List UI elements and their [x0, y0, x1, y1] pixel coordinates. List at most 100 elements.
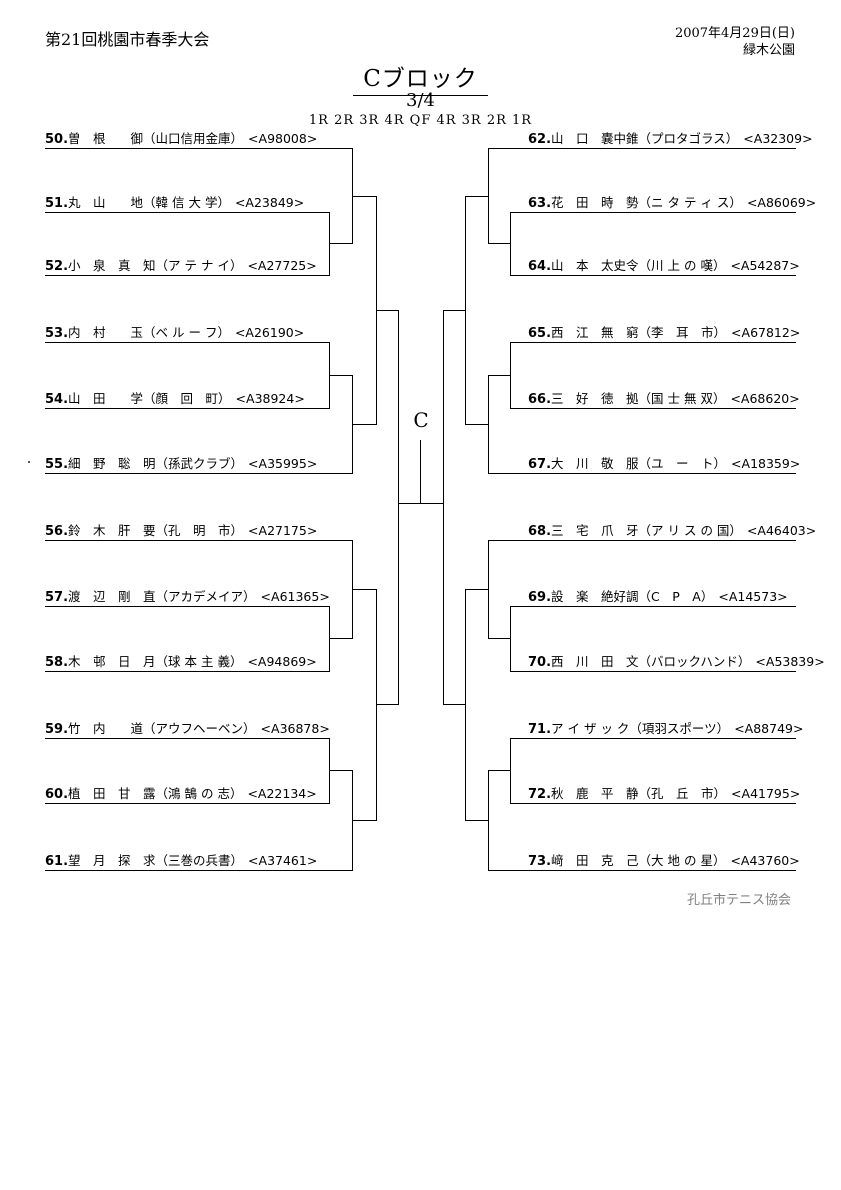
player-id: <A53839>: [755, 654, 825, 669]
player-seed: 69.: [528, 590, 552, 605]
match-line: [45, 606, 330, 607]
player-name: 小 泉 真 知（ア テ ナ イ）: [68, 258, 243, 273]
bracket-connector: [488, 243, 511, 244]
player-name: 三 宅 爪 牙（ア リ ス の 国）: [551, 523, 742, 538]
bracket-connector: [329, 606, 330, 672]
player-name: 渡 辺 剛 直（アカデメイア）: [68, 589, 256, 604]
player-id: <A32309>: [743, 131, 813, 146]
bracket-connector: [465, 424, 489, 425]
player-name: 秋 鹿 平 静（孔 丘 市）: [551, 786, 727, 801]
match-line: [45, 473, 353, 474]
bracket-connector: [398, 310, 399, 705]
player-id: <A23849>: [234, 195, 305, 210]
bracket-connector: [376, 589, 377, 821]
bracket-connector: [465, 820, 489, 821]
player-id: <A88749>: [734, 721, 804, 736]
player-id: <A61365>: [260, 589, 330, 604]
bracket-connector: [352, 820, 377, 821]
player-id: <A38924>: [235, 391, 305, 406]
bracket-connector: [329, 375, 353, 376]
player-name: 西 川 田 文（バロックハンド）: [551, 654, 751, 669]
bracket-connector: [488, 770, 511, 771]
player-entry: 50.曽 根 御（山口信用金庫）<A98008>: [45, 131, 317, 147]
bracket-connector: [352, 589, 377, 590]
player-name: 西 江 無 窮（李 耳 市）: [551, 325, 727, 340]
player-entry: 53.内 村 玉（ベ ル ー フ）<A26190>: [45, 325, 304, 341]
player-id: <A27175>: [248, 523, 318, 538]
player-seed: 68.: [528, 524, 552, 539]
player-name: 内 村 玉（ベ ル ー フ）: [68, 325, 230, 340]
player-id: <A67812>: [731, 325, 801, 340]
champion-line: [420, 440, 421, 504]
player-seed: 54.: [45, 392, 69, 407]
player-seed: 64.: [528, 259, 552, 274]
player-id: <A37461>: [248, 853, 318, 868]
player-entry: 66.三 好 徳 拠（国 士 無 双）<A68620>: [528, 391, 800, 407]
player-seed: 66.: [528, 392, 552, 407]
player-entry: 51.丸 山 地（韓 信 大 学）<A23849>: [45, 195, 304, 211]
page-number: 3/4: [406, 90, 435, 111]
match-line: [510, 275, 796, 276]
player-id: <A22134>: [247, 786, 317, 801]
match-line: [45, 870, 353, 871]
player-seed: 58.: [45, 655, 69, 670]
player-entry: 62.山 口 嚢中錐（プロタゴラス）<A32309>: [528, 131, 813, 147]
player-entry: 70.西 川 田 文（バロックハンド）<A53839>: [528, 654, 825, 670]
match-line: [45, 275, 330, 276]
player-entry: 69.設 楽 絶好調（C P A）<A14573>: [528, 589, 788, 605]
player-id: <A41795>: [731, 786, 801, 801]
match-line: [488, 148, 796, 149]
player-entry: 57.渡 辺 剛 直（アカデメイア） <A61365>: [45, 589, 330, 605]
player-seed: 55.: [45, 457, 69, 472]
player-seed: 63.: [528, 196, 552, 211]
player-seed: 53.: [45, 326, 69, 341]
player-name: 三 好 徳 拠（国 士 無 双）: [551, 391, 726, 406]
player-id: <A54287>: [730, 258, 800, 273]
player-entry: 68.三 宅 爪 牙（ア リ ス の 国）<A46403>: [528, 523, 816, 539]
player-entry: 58.木 邨 日 月（球 本 主 義） <A94869>: [45, 654, 317, 670]
player-entry: 67.大 川 敬 服（ユ ー ト）<A18359>: [528, 456, 800, 472]
player-seed: 62.: [528, 132, 552, 147]
player-id: <A18359>: [731, 456, 801, 471]
player-id: <A36878>: [260, 721, 330, 736]
player-name: 細 野 聡 明（孫武クラブ）: [68, 456, 244, 471]
player-id: <A86069>: [746, 195, 817, 210]
player-id: <A98008>: [248, 131, 318, 146]
player-name: 木 邨 日 月（球 本 主 義）: [68, 654, 243, 669]
bracket-connector: [376, 704, 399, 705]
player-seed: 56.: [45, 524, 69, 539]
bracket-connector: [510, 738, 511, 804]
bracket-connector: [329, 243, 353, 244]
event-date: 2007年4月29日(日): [674, 26, 795, 41]
player-name: 花 田 時 勢（ニ タ テ ィ ス）: [551, 195, 742, 210]
player-seed: 73.: [528, 854, 552, 869]
bracket-connector: [488, 638, 511, 639]
match-line: [488, 473, 796, 474]
player-name: 望 月 探 求（三巻の兵書）: [68, 853, 244, 868]
player-entry: 64.山 本 太史令（川 上 の 嘆） <A54287>: [528, 258, 800, 274]
player-name: ア イ ザ ッ ク（項羽スポーツ）: [551, 721, 730, 736]
bracket-connector: [376, 310, 399, 311]
match-line: [510, 671, 796, 672]
player-entry: 56.鈴 木 肝 要（孔 明 市）<A27175>: [45, 523, 317, 539]
player-seed: 60.: [45, 787, 69, 802]
bracket-connector: [352, 424, 377, 425]
player-name: 山 本 太史令（川 上 の 嘆）: [551, 258, 726, 273]
match-line: [510, 212, 796, 213]
match-line: [510, 738, 796, 739]
bracket-connector: [465, 589, 466, 821]
bracket-connector: [465, 196, 489, 197]
round-labels: 1R 2R 3R 4R QF 4R 3R 2R 1R: [308, 113, 533, 128]
player-entry: 60.植 田 甘 露（鴻 鵠 の 志）<A22134>: [45, 786, 317, 802]
bracket-connector: [329, 738, 330, 804]
player-id: <A94869>: [247, 654, 317, 669]
player-entry: 72.秋 鹿 平 静（孔 丘 市）<A41795>: [528, 786, 800, 802]
player-seed: 57.: [45, 590, 69, 605]
date-venue-block: 2007年4月29日(日) 緑木公園: [675, 25, 795, 59]
match-line: [488, 540, 796, 541]
match-line: [45, 540, 353, 541]
match-line: [45, 212, 330, 213]
match-line: [45, 342, 330, 343]
player-seed: 71.: [528, 722, 552, 737]
